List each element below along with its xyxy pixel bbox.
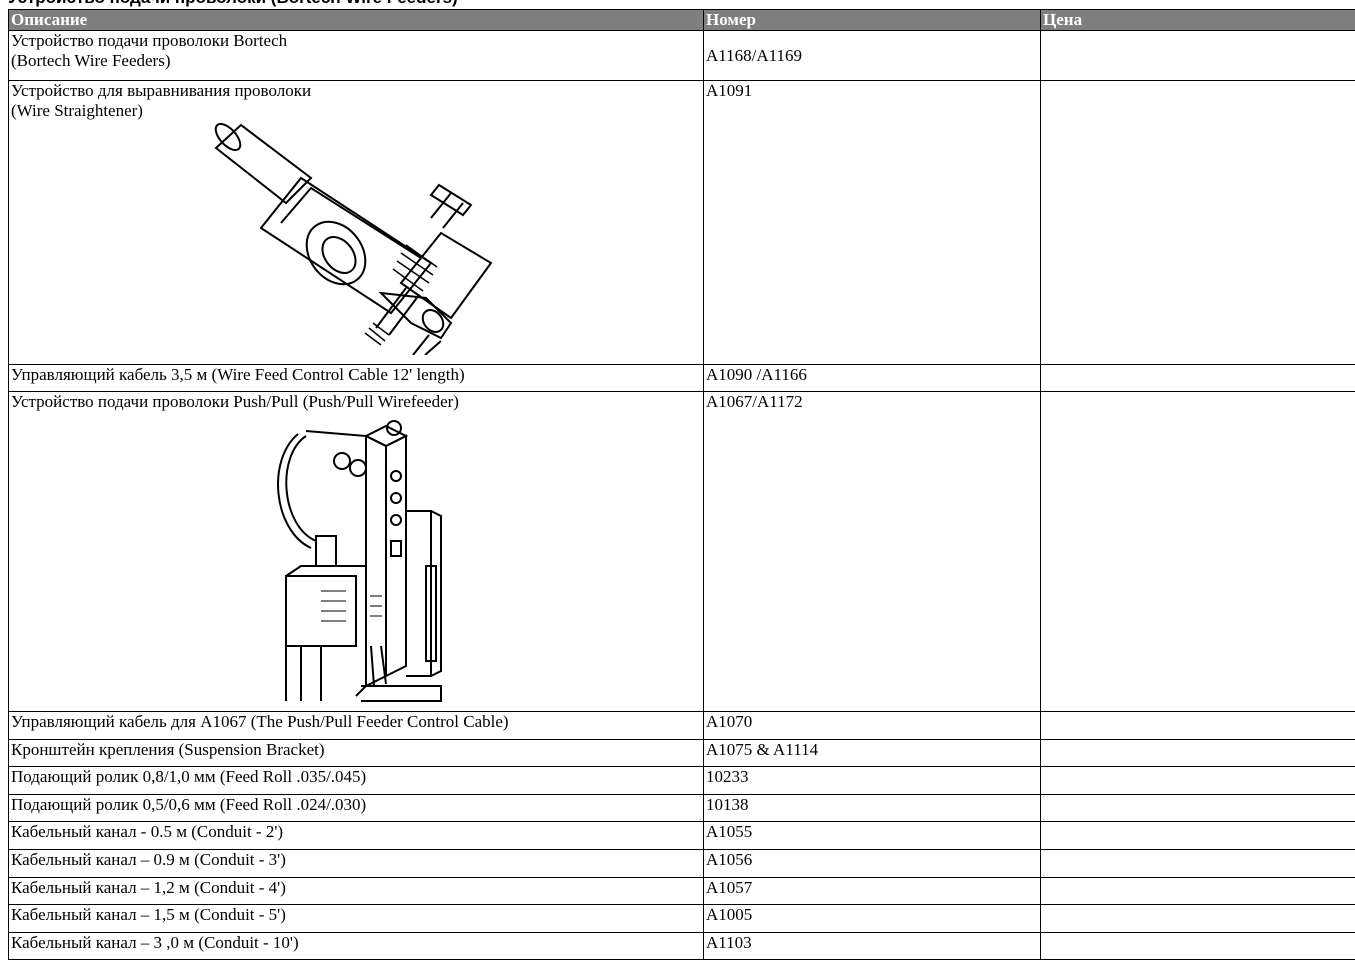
table-row: Кабельный канал - 0.5 м (Conduit - 2') A… bbox=[8, 821, 1355, 850]
page-title: Устройство подачи проволоки (Bortech Wir… bbox=[8, 0, 458, 8]
table-row: Кабельный канал – 1,5 м (Conduit - 5') A… bbox=[8, 904, 1355, 933]
table-row: Кабельный канал – 1,2 м (Conduit - 4') A… bbox=[8, 877, 1355, 905]
price-table: Описание Номер Цена Устройство подачи пр… bbox=[8, 9, 1355, 960]
row-price bbox=[1040, 30, 1355, 81]
column-header-price: Цена bbox=[1040, 9, 1355, 31]
row-price bbox=[1040, 766, 1355, 795]
column-header-number: Номер bbox=[703, 9, 1041, 31]
row-price bbox=[1040, 821, 1355, 850]
description-line: Устройство для выравнивания проволоки bbox=[11, 81, 312, 101]
row-description: Подающий ролик 0,8/1,0 мм (Feed Roll .03… bbox=[8, 766, 704, 795]
table-row: Подающий ролик 0,8/1,0 мм (Feed Roll .03… bbox=[8, 766, 1355, 795]
row-price bbox=[1040, 849, 1355, 878]
row-description: Кабельный канал – 0.9 м (Conduit - 3') bbox=[8, 849, 704, 878]
table-row: Управляющий кабель 3,5 м (Wire Feed Cont… bbox=[8, 364, 1355, 392]
row-price bbox=[1040, 739, 1355, 767]
description-line-english: (Bortech Wire Feeders) bbox=[11, 51, 171, 70]
row-number: A1070 bbox=[703, 711, 1041, 740]
description-line: Устройство подачи проволоки Push/Pull (P… bbox=[11, 392, 459, 412]
row-price bbox=[1040, 364, 1355, 392]
row-description: Устройство подачи проволоки Push/Pull (P… bbox=[8, 391, 704, 712]
row-price bbox=[1040, 711, 1355, 740]
row-number: A1090 /A1166 bbox=[703, 364, 1041, 392]
row-number: A1057 bbox=[703, 877, 1041, 905]
table-row: Устройство для выравнивания проволоки (W… bbox=[8, 80, 1355, 365]
row-description: Устройство подачи проволоки Bortech (Bor… bbox=[8, 30, 704, 81]
row-price bbox=[1040, 904, 1355, 933]
table-header-row: Описание Номер Цена bbox=[8, 9, 1355, 31]
row-number: 10233 bbox=[703, 766, 1041, 795]
row-description: Кабельный канал – 1,5 м (Conduit - 5') bbox=[8, 904, 704, 933]
row-description: Кабельный канал - 0.5 м (Conduit - 2') bbox=[8, 821, 704, 850]
table-row: Устройство подачи проволоки Bortech (Bor… bbox=[8, 30, 1355, 81]
table-row: Управляющий кабель для A1067 (The Push/P… bbox=[8, 711, 1355, 740]
row-number: A1055 bbox=[703, 821, 1041, 850]
row-description: Кронштейн крепления (Suspension Bracket) bbox=[8, 739, 704, 767]
row-description: Управляющий кабель 3,5 м (Wire Feed Cont… bbox=[8, 364, 704, 392]
row-price bbox=[1040, 877, 1355, 905]
wire-straightener-drawing bbox=[214, 123, 493, 355]
table-row: Кронштейн крепления (Suspension Bracket)… bbox=[8, 739, 1355, 767]
row-price bbox=[1040, 391, 1355, 712]
row-number: 10138 bbox=[703, 794, 1041, 822]
table-row: Устройство подачи проволоки Push/Pull (P… bbox=[8, 391, 1355, 712]
table-row: Подающий ролик 0,5/0,6 мм (Feed Roll .02… bbox=[8, 794, 1355, 822]
table-row: Кабельный канал – 3 ,0 м (Conduit - 10')… bbox=[8, 932, 1355, 960]
table-row: Кабельный канал – 0.9 м (Conduit - 3') A… bbox=[8, 849, 1355, 878]
push-pull-wirefeeder-drawing bbox=[277, 420, 442, 702]
row-description: Устройство для выравнивания проволоки (W… bbox=[8, 80, 704, 365]
row-description: Управляющий кабель для A1067 (The Push/P… bbox=[8, 711, 704, 740]
description-line: Устройство подачи проволоки Bortech bbox=[11, 31, 288, 51]
row-number: A1056 bbox=[703, 849, 1041, 878]
row-price bbox=[1040, 794, 1355, 822]
row-number: A1091 bbox=[703, 80, 1041, 365]
row-number: A1103 bbox=[703, 932, 1041, 960]
row-description: Подающий ролик 0,5/0,6 мм (Feed Roll .02… bbox=[8, 794, 704, 822]
row-number: A1067/A1172 bbox=[703, 391, 1041, 712]
row-number: A1005 bbox=[703, 904, 1041, 933]
row-description: Кабельный канал – 3 ,0 м (Conduit - 10') bbox=[8, 932, 704, 960]
row-price bbox=[1040, 932, 1355, 960]
row-number: A1075 & A1114 bbox=[703, 739, 1041, 767]
column-header-description: Описание bbox=[8, 9, 704, 31]
row-number: A1168/A1169 bbox=[703, 30, 1041, 81]
row-description: Кабельный канал – 1,2 м (Conduit - 4') bbox=[8, 877, 704, 905]
description-line-english: (Wire Straightener) bbox=[11, 101, 143, 120]
row-price bbox=[1040, 80, 1355, 365]
